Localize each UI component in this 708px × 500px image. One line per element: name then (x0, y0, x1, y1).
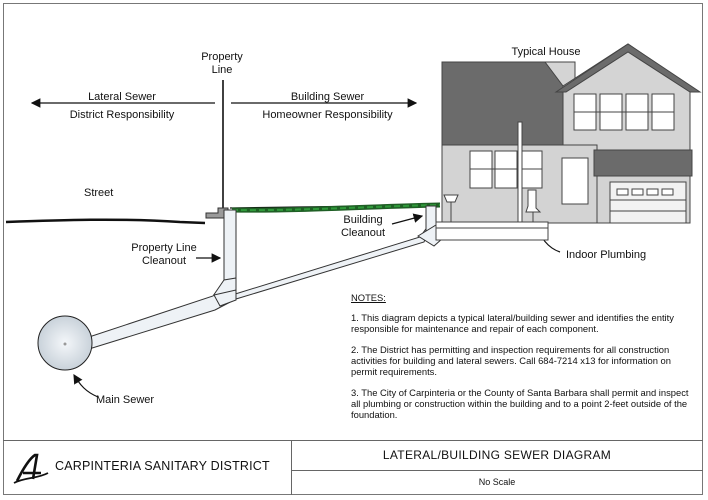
indoor-plumbing-label: Indoor Plumbing (566, 249, 647, 261)
main-sewer-label: Main Sewer (96, 394, 155, 406)
street-surface (5, 218, 206, 225)
drawing-title: LATERAL/BUILDING SEWER DIAGRAM (291, 441, 703, 471)
sewer-diagram (5, 43, 702, 398)
drawing-scale: No Scale (478, 477, 516, 487)
building-sewer-label: Building Sewer (290, 91, 365, 103)
notes-heading: NOTES: (351, 292, 386, 303)
note-1: 1. This diagram depicts a typical latera… (351, 312, 674, 334)
district-cell: CARPINTERIA SANITARY DISTRICT (3, 441, 292, 495)
property-line-label: Property Line (198, 51, 246, 77)
typical-house (435, 43, 702, 241)
building-cleanout-label: Building Cleanout (340, 214, 386, 239)
building-cleanout-pointer (391, 213, 424, 225)
district-logo-icon (13, 453, 49, 484)
note-3: 3. The City of Carpinteria or the County… (351, 387, 689, 420)
notes-section: NOTES: 1. This diagram depicts a typical… (351, 292, 696, 430)
note-2: 2. The District has permitting and inspe… (351, 344, 671, 377)
lateral-sewer-label: Lateral Sewer (88, 91, 156, 103)
title-block: CARPINTERIA SANITARY DISTRICT LATERAL/BU… (3, 440, 703, 495)
homeowner-responsibility-label: Homeowner Responsibility (262, 109, 393, 121)
typical-house-label: Typical House (511, 46, 581, 58)
property-line-cleanout-label: Property Line Cleanout (131, 242, 197, 267)
street-label: Street (84, 187, 114, 199)
main-sewer-pointer (73, 373, 99, 398)
cleanout-cap (205, 207, 229, 219)
district-name: CARPINTERIA SANITARY DISTRICT (55, 459, 270, 473)
property-line-label-text: Property Line (201, 51, 243, 76)
district-responsibility-label: District Responsibility (69, 109, 175, 121)
